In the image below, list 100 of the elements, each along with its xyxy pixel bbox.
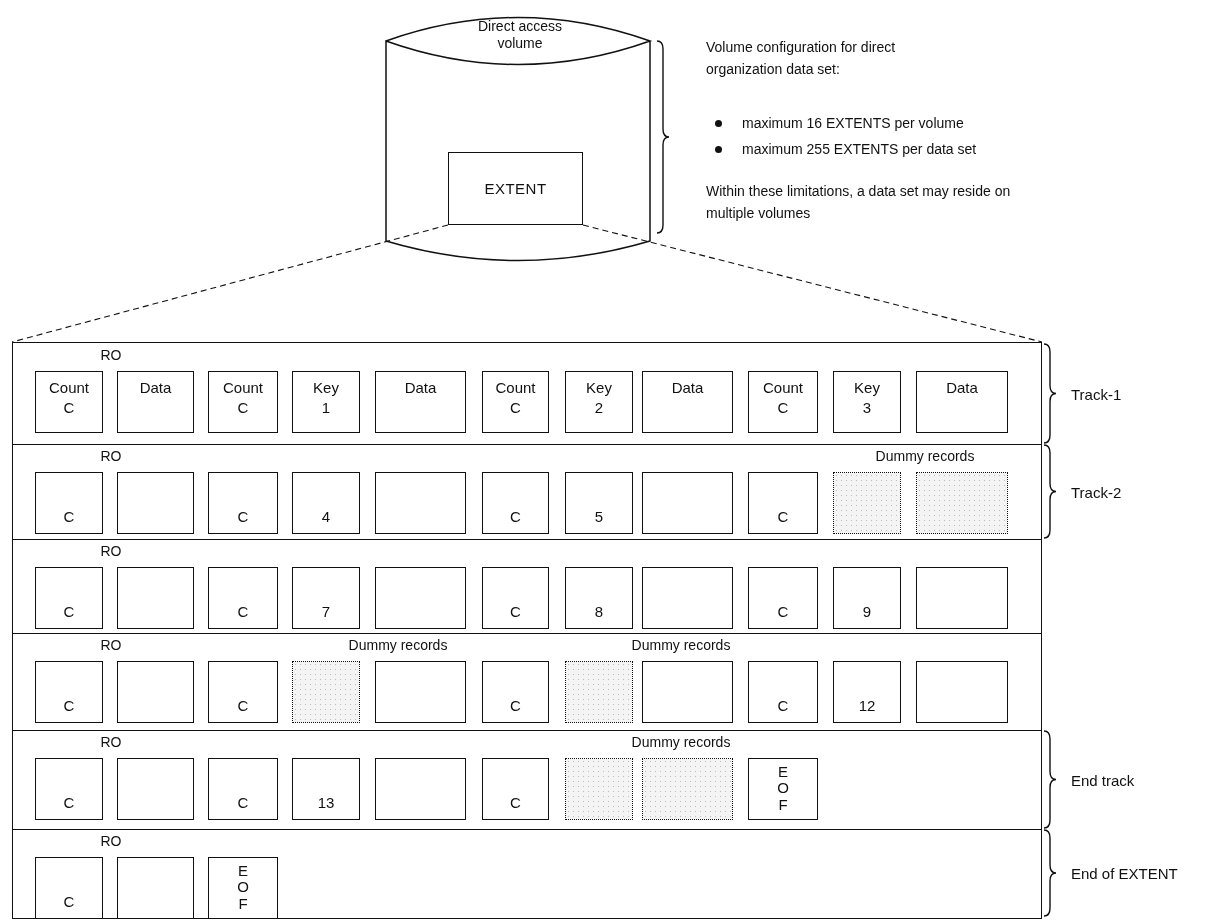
track-name: End track xyxy=(1071,771,1135,788)
record-label: C xyxy=(777,696,789,716)
track-label: RO xyxy=(100,543,122,559)
track-label: Dummy records xyxy=(875,448,975,464)
record-box xyxy=(482,661,549,723)
record-label: C xyxy=(63,602,75,622)
record-label: 13 xyxy=(317,793,335,813)
empty-record-box xyxy=(642,472,733,534)
record-label: Data xyxy=(671,378,704,398)
record-box xyxy=(208,758,278,820)
volume-label: Direct access volume xyxy=(477,18,563,52)
empty-record-box xyxy=(642,567,733,629)
record-box xyxy=(482,472,549,534)
record-box xyxy=(642,371,733,433)
record-box xyxy=(833,567,901,629)
track-label: RO xyxy=(100,833,122,849)
record-box xyxy=(208,567,278,629)
record-label: C xyxy=(510,696,521,716)
track-label: RO xyxy=(100,347,122,363)
dummy-record-box xyxy=(642,758,733,820)
record-box xyxy=(482,758,549,820)
record-label: 9 xyxy=(862,602,872,622)
record-box xyxy=(292,567,360,629)
record-label: C xyxy=(777,602,789,622)
record-box xyxy=(35,857,103,919)
track-name: End of EXTENT xyxy=(1071,864,1178,882)
record-box xyxy=(117,371,194,433)
extent-box xyxy=(448,152,583,225)
record-box xyxy=(292,472,360,534)
record-box xyxy=(208,371,278,433)
record-box xyxy=(916,371,1008,433)
record-box xyxy=(375,371,466,433)
record-box xyxy=(833,661,901,723)
dummy-record-box xyxy=(565,758,633,820)
record-label: EOF xyxy=(776,763,790,813)
dummy-record-box xyxy=(833,472,901,534)
dummy-record-box xyxy=(916,472,1008,534)
extent-label: EXTENT xyxy=(484,180,547,197)
empty-record-box xyxy=(117,472,194,534)
record-box xyxy=(748,472,818,534)
record-box xyxy=(748,758,818,820)
record-box xyxy=(35,472,103,534)
record-box xyxy=(208,857,278,919)
note-text: Within these limitations, a data set may reside on multiple volumes xyxy=(706,182,1012,223)
record-label: 4 xyxy=(321,507,331,527)
record-box xyxy=(565,472,633,534)
record-box xyxy=(482,371,549,433)
record-label: Data xyxy=(946,378,978,398)
record-label: 5 xyxy=(594,507,604,527)
empty-record-box xyxy=(375,567,466,629)
empty-record-box xyxy=(916,567,1008,629)
track-label: Dummy records xyxy=(631,637,731,653)
note-text: Volume configuration for direct organization data set: xyxy=(706,38,897,79)
record-label: Count C xyxy=(223,378,263,418)
record-label: Key 3 xyxy=(854,378,880,418)
note-text: maximum 16 EXTENTS per volume xyxy=(742,114,964,133)
track-name: Track-1 xyxy=(1071,385,1122,402)
record-box xyxy=(35,661,103,723)
empty-record-box xyxy=(375,661,466,723)
record-label: C xyxy=(63,507,75,527)
record-box xyxy=(748,567,818,629)
record-label: C xyxy=(63,696,75,716)
record-label: C xyxy=(510,602,521,622)
record-label: 12 xyxy=(858,696,876,716)
record-label: C xyxy=(237,696,249,716)
record-box xyxy=(208,472,278,534)
record-label: Count C xyxy=(763,378,803,418)
record-box xyxy=(748,661,818,723)
record-label: Data xyxy=(404,378,437,398)
record-box xyxy=(208,661,278,723)
record-label: C xyxy=(237,507,249,527)
empty-record-box xyxy=(375,472,466,534)
record-label: C xyxy=(777,507,789,527)
track-label: RO xyxy=(100,448,122,464)
track-label: Dummy records xyxy=(348,637,448,653)
record-label: Count C xyxy=(495,378,536,418)
record-box xyxy=(565,567,633,629)
record-box xyxy=(35,371,103,433)
record-label: C xyxy=(237,602,249,622)
note-text: maximum 255 EXTENTS per data set xyxy=(742,140,977,159)
empty-record-box xyxy=(916,661,1008,723)
record-label: 7 xyxy=(321,602,331,622)
record-label: C xyxy=(510,507,521,527)
dummy-record-box xyxy=(565,661,633,723)
dummy-record-box xyxy=(292,661,360,723)
record-label: Count C xyxy=(49,378,89,418)
record-label: C xyxy=(237,793,249,813)
record-box xyxy=(748,371,818,433)
empty-record-box xyxy=(117,567,194,629)
empty-record-box xyxy=(117,857,194,919)
empty-record-box xyxy=(375,758,466,820)
record-label: C xyxy=(63,793,75,813)
record-box xyxy=(482,567,549,629)
record-box xyxy=(292,371,360,433)
record-box xyxy=(35,567,103,629)
record-label: EOF xyxy=(236,862,250,912)
empty-record-box xyxy=(117,758,194,820)
record-label: C xyxy=(510,793,521,813)
track-label: RO xyxy=(100,734,122,750)
track-label: RO xyxy=(100,637,122,653)
